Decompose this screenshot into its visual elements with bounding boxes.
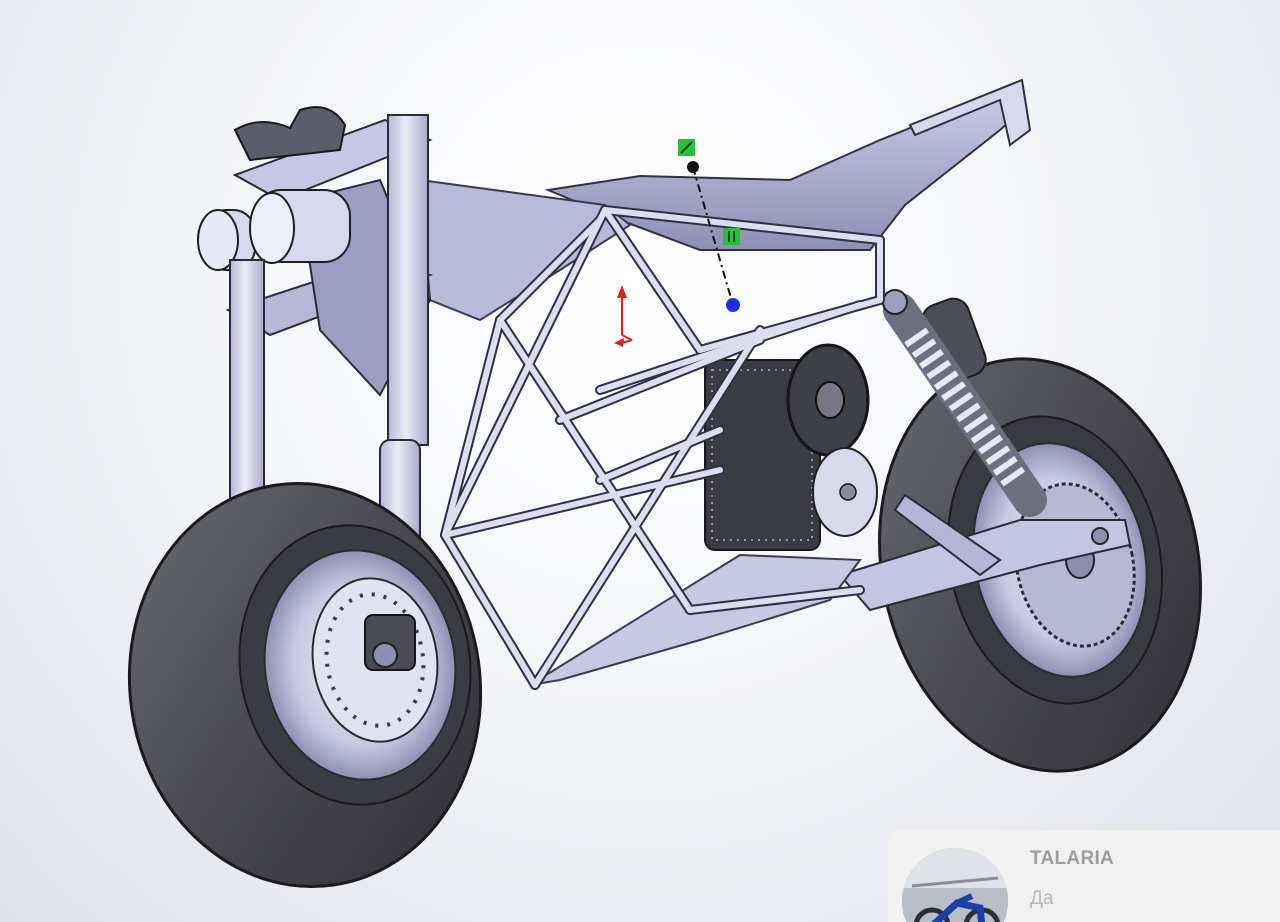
sketch-overlay[interactable]: [678, 139, 740, 312]
swingarm-link: [893, 493, 1002, 577]
shock-spring-body: [883, 293, 1047, 517]
sketch-point-black[interactable]: [687, 161, 699, 173]
brake-disc-holes: [324, 592, 426, 728]
triad-arrow-icon: [614, 285, 633, 347]
reply-author-name: TALARIA: [1030, 848, 1115, 869]
motor-end-cap-center: [815, 381, 845, 419]
frame-tubes-highlight: [442, 207, 883, 688]
front-wheel[interactable]: [104, 461, 507, 910]
tail-rail: [908, 78, 1032, 147]
fork-leg-rear: [229, 259, 265, 521]
vertical-relation-icon[interactable]: [723, 228, 740, 245]
rear-shock[interactable]: [882, 289, 1047, 517]
reply-message-text: Да: [1030, 888, 1054, 909]
swingarm[interactable]: [838, 493, 1132, 612]
electric-motor[interactable]: [704, 343, 878, 551]
front-hub: [372, 642, 398, 668]
avatar-motorcycle-icon: [902, 848, 1008, 922]
shock-spring-coils: [904, 327, 1026, 488]
fork-leg-front-upper: [387, 114, 429, 446]
sketch-line: [692, 166, 734, 306]
headlights: [197, 189, 351, 271]
reply-preview-card[interactable]: TALARIA Да: [888, 830, 1280, 922]
motor-fins: [711, 369, 813, 541]
swingarm-pivot: [1091, 527, 1109, 545]
seat-assembly[interactable]: [544, 78, 1032, 251]
drive-sprocket-hub: [839, 483, 857, 501]
trellis-frame[interactable]: [418, 178, 885, 690]
frame-lower-tray: [529, 553, 862, 686]
shock-top-mount: [882, 289, 908, 315]
instrument-cluster: [233, 106, 347, 162]
coincident-relation-icon[interactable]: [678, 139, 695, 156]
sketch-point-blue[interactable]: [726, 298, 740, 312]
